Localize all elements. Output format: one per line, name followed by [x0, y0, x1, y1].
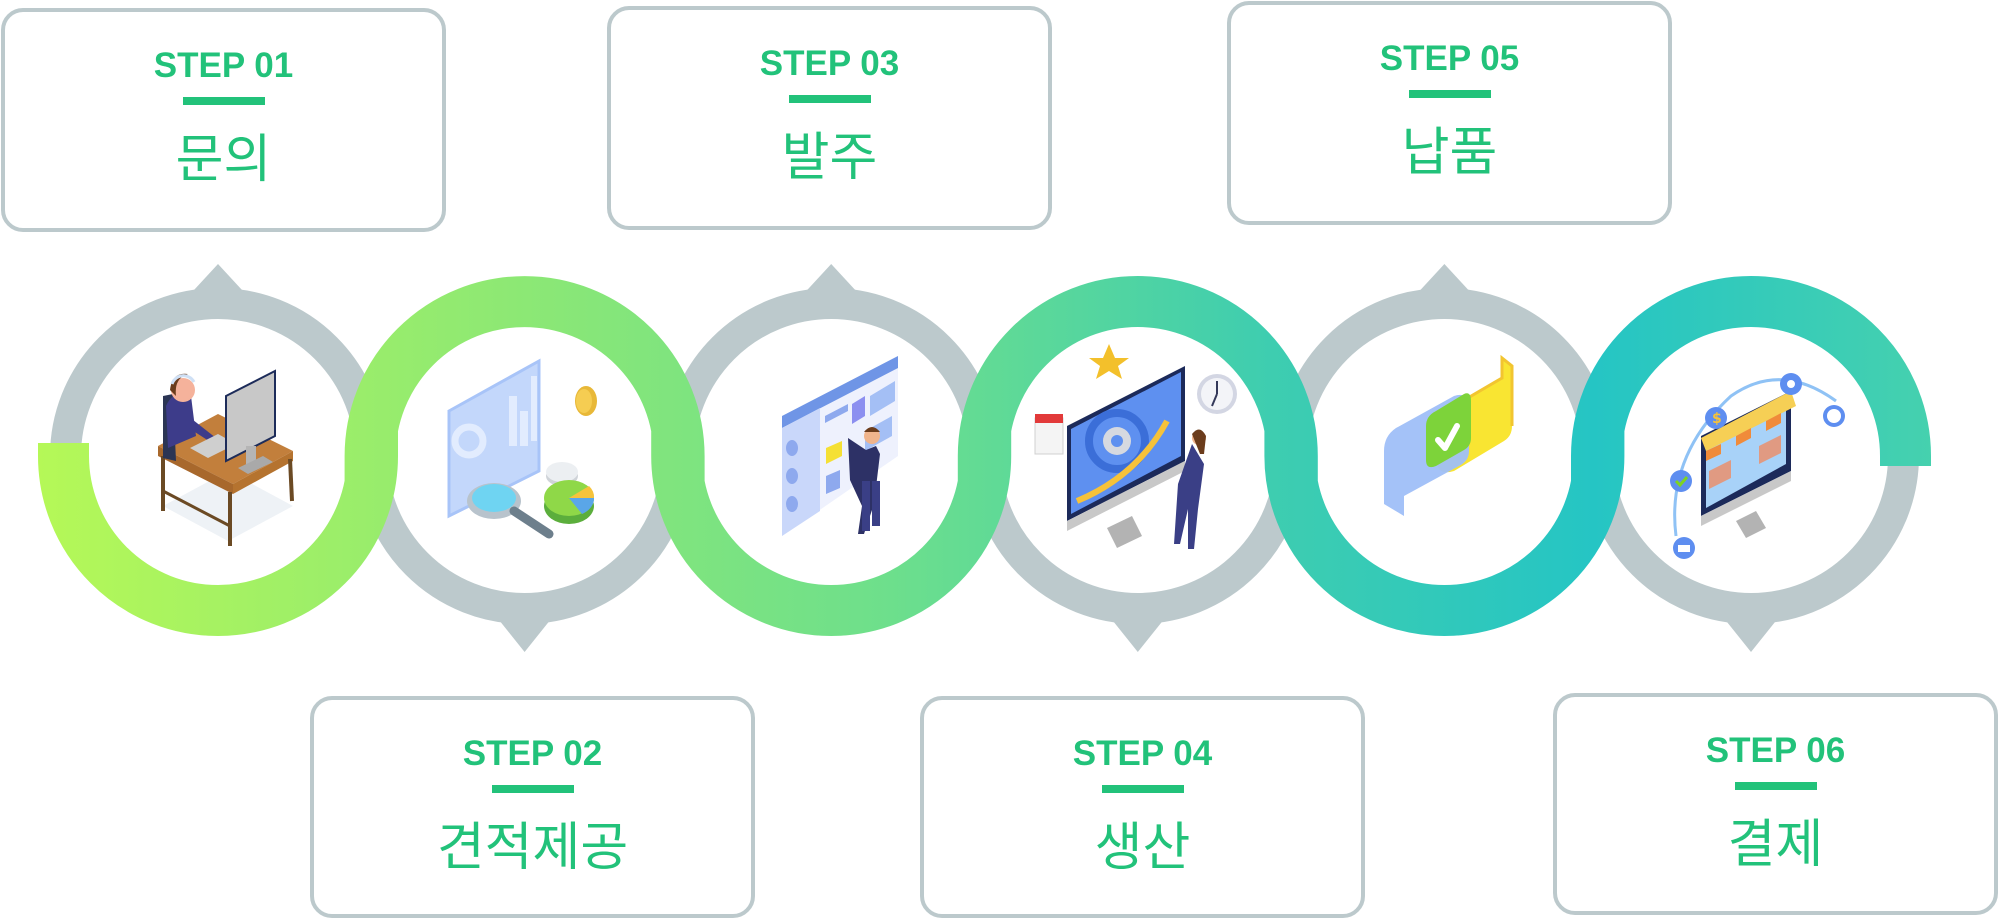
ring-pointer-5: [1420, 264, 1469, 290]
step-title: 견적제공: [436, 818, 629, 878]
step-label: STEP 02: [462, 734, 603, 773]
analytics-dashboard-icon: [447, 358, 597, 539]
step-card-2: STEP 02 견적제공: [310, 696, 755, 918]
ring-pointer-1: [194, 264, 242, 290]
ring-pointer-2: [500, 622, 549, 652]
planning-board-icon: [782, 356, 898, 536]
step-label: STEP 06: [1705, 731, 1846, 770]
illustrations: $: [158, 344, 1845, 559]
step-card-1: STEP 01 문의: [1, 8, 446, 232]
step-underline: [1408, 90, 1491, 98]
svg-text:$: $: [1712, 411, 1722, 427]
step-card-3: STEP 03 발주: [607, 6, 1052, 230]
step-underline: [491, 785, 574, 793]
step-underline: [1101, 785, 1184, 793]
operator-at-desk-icon: [158, 369, 294, 546]
step-title: 발주: [781, 128, 878, 188]
step-underline: [182, 97, 265, 105]
step-label: STEP 05: [1379, 39, 1520, 78]
step-title: 결제: [1727, 815, 1824, 875]
production-monitor-icon: [1034, 344, 1237, 549]
step-card-5: STEP 05 납품: [1227, 1, 1672, 225]
step-title: 납품: [1401, 123, 1498, 183]
step-title: 문의: [175, 130, 272, 190]
step-card-6: STEP 06 결제: [1553, 693, 1998, 915]
online-store-payment-icon: $: [1670, 373, 1845, 559]
step-title: 생산: [1094, 818, 1191, 878]
step-label: STEP 01: [153, 46, 294, 85]
step-underline: [788, 95, 871, 103]
ring-pointer-3: [807, 264, 856, 290]
ring-pointer-6: [1727, 622, 1775, 652]
ring-pointer-4: [1113, 622, 1162, 652]
step-card-4: STEP 04 생산: [920, 696, 1365, 918]
delivery-confirmation-icon: [1384, 354, 1514, 516]
step-label: STEP 04: [1072, 734, 1213, 773]
step-label: STEP 03: [759, 44, 900, 83]
gradient-ribbon: [38, 276, 1931, 636]
step-underline: [1734, 782, 1817, 790]
